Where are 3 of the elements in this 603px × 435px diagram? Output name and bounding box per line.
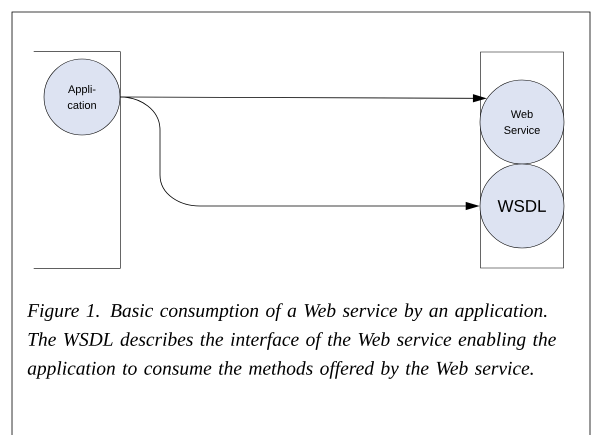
container-box bbox=[33, 51, 121, 269]
container-box bbox=[480, 52, 564, 268]
figure-caption: Figure 1. Basic consumption of a Web service by an application. The WSDL describes the interface of the Web service enabling the application to consume the methods offered by the Web service. bbox=[27, 303, 556, 379]
